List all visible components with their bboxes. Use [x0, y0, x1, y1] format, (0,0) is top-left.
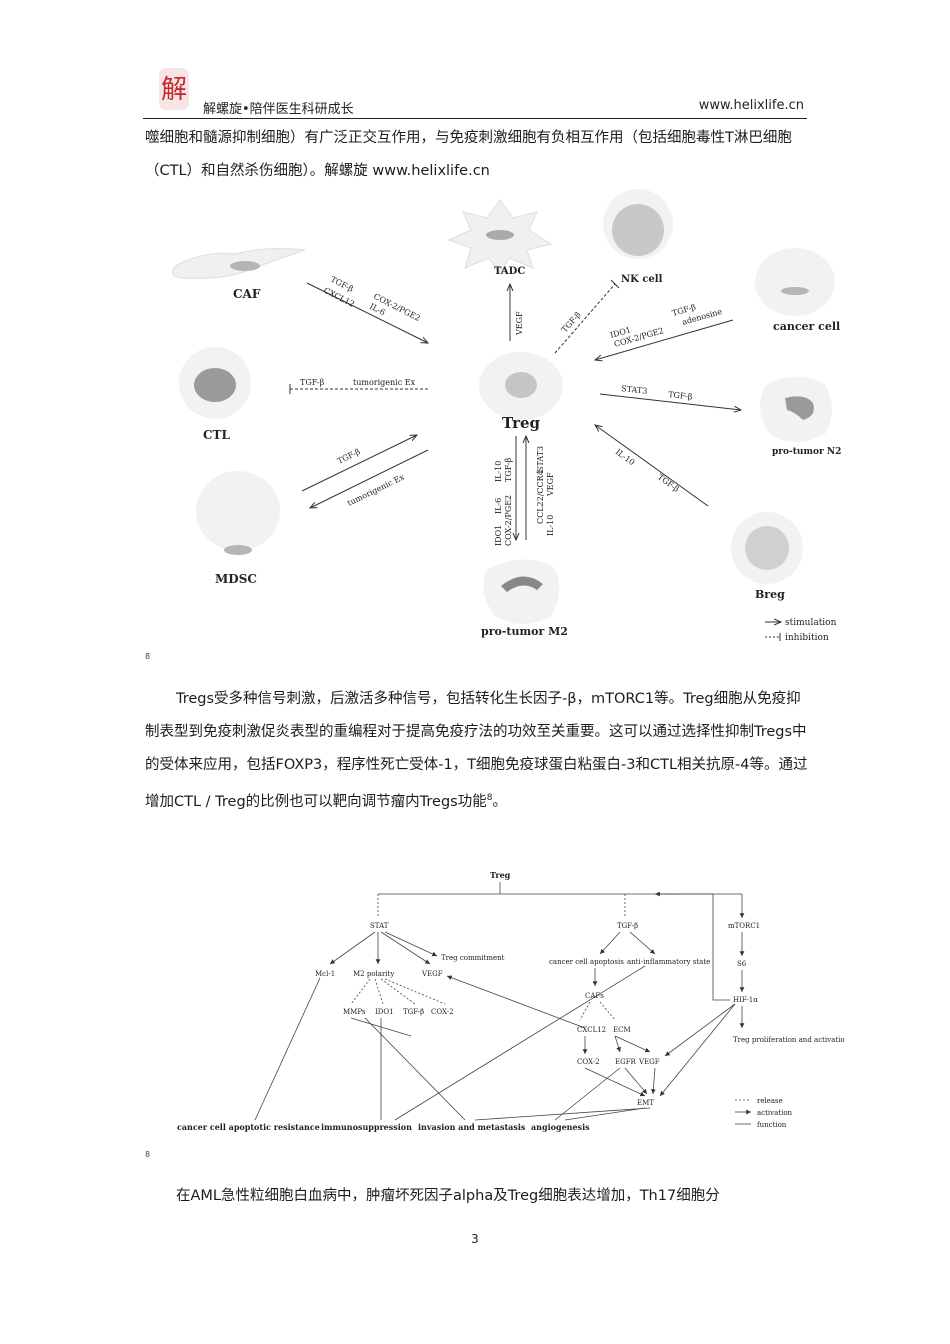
breg-label: Breg	[755, 588, 785, 601]
cancer-label: cancer cell	[773, 320, 840, 333]
m2-sig-a: IL-10	[494, 461, 503, 482]
treg-label: Treg	[502, 414, 541, 432]
node-antiinf: anti-inflammatory state	[627, 958, 710, 966]
nk-sig: TGF-β	[560, 310, 583, 334]
out-angiogenesis: angiogenesis	[531, 1122, 590, 1132]
node-hif: HIF-1α	[733, 996, 758, 1004]
header-title: 解螺旋•陪伴医生科研成长	[203, 102, 354, 117]
node-cafs: CAFs	[585, 992, 604, 1000]
treg-interaction-figure: CAF TADC NK cell cancer cell CTL Treg pr…	[172, 189, 841, 643]
out-invasion: invasion and metastasis	[418, 1122, 526, 1132]
paragraph-2-text: Tregs受多种信号刺激，后激活多种信号，包括转化生长因子-β，mTORC1等。…	[145, 691, 808, 810]
helix-logo: 解	[159, 68, 189, 110]
nk-label: NK cell	[621, 274, 663, 285]
breg-sig-b: TGF-β	[656, 472, 681, 494]
paragraph-3: 在AML急性粒细胞白血病中，肿瘤坏死因子alpha及Treg细胞表达增加，Th1…	[176, 1188, 720, 1204]
legend-activation: activation	[757, 1109, 793, 1117]
paragraph-1: 噬细胞和髓源抑制细胞）有广泛正交互作用，与免疫刺激细胞有负相互作用（包括细胞毒性…	[145, 130, 792, 179]
figure-1-ref: 8	[145, 652, 151, 661]
node-treg-commit: Treg commitment	[441, 954, 505, 962]
out-immunosuppression: immunosuppression	[321, 1122, 412, 1132]
paragraph-2: Tregs受多种信号刺激，后激活多种信号，包括转化生长因子-β，mTORC1等。…	[145, 683, 809, 819]
figure-2-ref: 8	[145, 1150, 151, 1159]
paragraph-2-ref: 8	[486, 793, 493, 803]
node-vegf1: VEGF	[421, 970, 443, 978]
mdsc-label: MDSC	[215, 572, 257, 586]
m2-sig-c: IDO1	[494, 525, 503, 546]
node-tgfb2: TGF-β	[403, 1008, 424, 1016]
logo-char: 解	[161, 75, 187, 105]
breg-sig-a: IL-10	[614, 447, 637, 467]
n2-sig-b: TGF-β	[668, 390, 693, 402]
n2-label: pro-tumor N2	[772, 447, 841, 457]
tadc-label: TADC	[494, 266, 525, 277]
legend-inhibition: inhibition	[785, 633, 829, 643]
mdsc-sig-a: TGF-β	[336, 447, 362, 466]
node-treg: Treg	[490, 870, 511, 880]
caf-label: CAF	[233, 287, 261, 301]
ctl-nucleus	[194, 368, 236, 402]
m2-sig-d: TGF-β	[504, 457, 513, 482]
legend-release: release	[757, 1097, 783, 1105]
header-url[interactable]: www.helixlife.cn	[698, 98, 804, 113]
mdsc-sig-b: tumorigenic Ex	[346, 472, 406, 508]
node-ecm: ECM	[613, 1026, 631, 1034]
m2-sig-i: IL-10	[546, 515, 555, 536]
node-apoptosis: cancer cell apoptosis	[549, 958, 624, 966]
paragraph-2-end: 。	[492, 793, 507, 810]
n2-sig-a: STAT3	[621, 384, 648, 396]
node-emt: EMT	[637, 1099, 654, 1107]
m2-sig-e: COX-2/PGE2	[504, 495, 513, 546]
mdsc-nucleus	[224, 545, 252, 555]
m2-sig-b: IL-6	[494, 498, 503, 514]
node-s6: S6	[737, 960, 747, 968]
m2-nucleus	[501, 576, 543, 592]
node-tgfb: TGF-β	[617, 922, 638, 930]
ctl-sig-a: TGF-β	[300, 378, 325, 387]
breg-nucleus	[745, 526, 789, 570]
node-prolif: Treg proliferation and activation	[733, 1036, 845, 1044]
cancer-nucleus	[781, 287, 809, 295]
n2-nucleus	[785, 396, 814, 420]
node-cox2a: COX-2	[431, 1008, 454, 1016]
m2-sig-h: VEGF	[546, 472, 555, 497]
node-cxcl12: CXCL12	[577, 1026, 606, 1034]
node-cox2b: COX-2	[577, 1058, 600, 1066]
node-mcl1: Mcl-1	[315, 970, 335, 978]
tadc-nucleus	[486, 230, 514, 240]
caf-nucleus	[230, 261, 260, 271]
node-vegf2: VEGF	[638, 1058, 660, 1066]
legend-function: function	[757, 1121, 787, 1129]
node-stat: STAT	[370, 922, 389, 930]
legend-stimulation: stimulation	[785, 618, 837, 628]
m2-label: pro-tumor M2	[481, 625, 568, 638]
ctl-sig-b: tumorigenic Ex	[353, 378, 416, 387]
header-divider	[143, 118, 807, 119]
node-mtorc1: mTORC1	[728, 922, 760, 930]
node-mmps: MMPs	[343, 1008, 366, 1016]
ctl-label: CTL	[203, 428, 230, 442]
node-m2: M2 polarity	[353, 970, 394, 978]
mdsc-cell-shape	[196, 471, 280, 551]
node-egfr: EGFR	[615, 1058, 637, 1066]
node-ido1: IDO1	[375, 1008, 394, 1016]
cancer-cell-shape	[755, 248, 835, 316]
nk-nucleus	[612, 204, 664, 256]
treg-nucleus	[505, 372, 537, 398]
m2-sig-f: STAT3	[536, 446, 545, 472]
tadc-sig: VEGF	[515, 311, 524, 336]
m2-sig-g: CCL22/CCR4	[536, 470, 545, 524]
page-number: 3	[471, 1232, 479, 1246]
treg-signaling-figure: Treg STAT TGF-β mTORC1 Mcl-1 M2 polarity…	[177, 870, 845, 1132]
out-apoptotic-resistance: cancer cell apoptotic resistance	[177, 1122, 320, 1132]
m2-cell-shape	[483, 559, 560, 624]
